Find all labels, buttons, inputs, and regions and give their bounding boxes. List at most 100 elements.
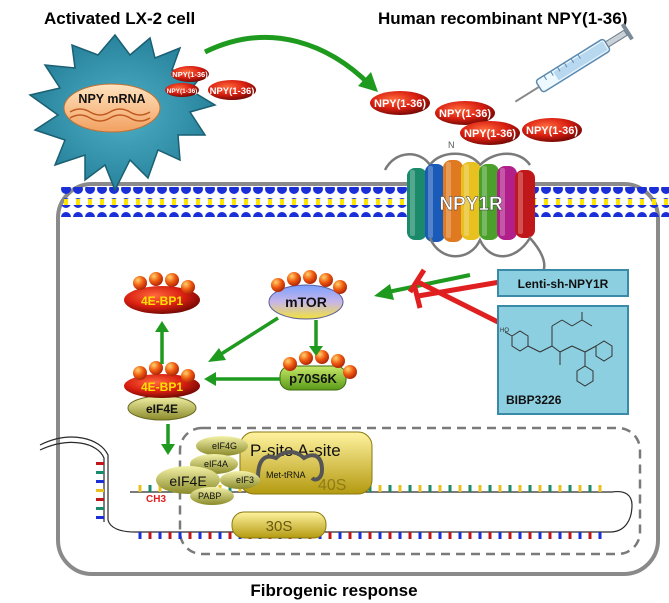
eif3-label: eIF3: [236, 475, 254, 485]
nucleotide-tick: [198, 532, 202, 539]
phospho-ball-icon: [165, 362, 179, 376]
top-right-title: Human recombinant NPY(1-36): [378, 9, 627, 28]
npy-label: NPY(1-36): [526, 125, 578, 137]
4ebp1-phosphorylated: 4E-BP1: [124, 272, 200, 314]
nucleotide-tick: [478, 532, 482, 539]
npy-mrna: NPY mRNA: [63, 83, 161, 133]
nucleotide-tick: [368, 532, 372, 539]
nucleotide-tick: [488, 532, 492, 539]
nucleotide-tick: [328, 532, 332, 539]
nucleotide-tick: [548, 485, 552, 492]
nucleotide-tick: [598, 485, 602, 492]
secretion-arrow: [203, 35, 378, 92]
nucleotide-tick: [458, 485, 462, 492]
complex-4ebp1-label: 4E-BP1: [141, 380, 183, 394]
4ebp1-eif4e-complex: eIF4E 4E-BP1: [124, 361, 200, 421]
nucleotide-tick: [498, 532, 502, 539]
nucleotide-tick: [528, 485, 532, 492]
nucleotide-tick: [578, 485, 582, 492]
pathway-arrows: [155, 316, 323, 455]
nucleotide-tick: [518, 532, 522, 539]
phospho-ball-icon: [133, 366, 147, 380]
nucleotide-tick: [408, 532, 412, 539]
nucleotide-tick: [158, 532, 162, 539]
nucleotide-tick: [508, 485, 512, 492]
npy1r-receptor: N C NPY1R: [383, 140, 546, 284]
phospho-ball-icon: [303, 270, 317, 284]
nucleotide-tick: [448, 485, 452, 492]
p70s6k-node: p70S6K: [279, 350, 357, 391]
phospho-ball-icon: [133, 276, 147, 290]
nucleotide-tick: [498, 485, 502, 492]
compound-structure-icon: [504, 312, 613, 387]
30s-subunit: [231, 511, 327, 539]
40s-label: 40S: [318, 477, 346, 494]
mtor-label: mTOR: [285, 294, 327, 310]
ribosome-complex: P-site A-site 40S 30S Met-tRNA eIF4G eIF…: [146, 431, 373, 539]
nucleotide-tick: [96, 489, 104, 492]
npy-small-label: NPY(1-36): [210, 86, 255, 97]
nucleotide-tick: [96, 480, 104, 483]
nucleotide-tick: [148, 532, 152, 539]
npy-mrna-label: NPY mRNA: [78, 92, 145, 106]
phospho-ball-icon: [333, 280, 347, 294]
nucleotide-tick: [208, 532, 212, 539]
npy-label: NPY(1-36): [374, 98, 426, 110]
cell-outline: [56, 182, 660, 576]
eif4e-bound: [156, 466, 220, 494]
met-trna: Met-tRNA: [256, 450, 325, 482]
nucleotide-tick: [528, 532, 532, 539]
eif4e-ribo-label: eIF4E: [169, 473, 206, 489]
nucleotide-tick: [96, 498, 104, 501]
nucleotide-tick: [368, 485, 372, 492]
nucleotide-tick: [418, 532, 422, 539]
phospho-ball-icon: [181, 280, 195, 294]
receptor-to-mtor-arrow: [374, 273, 471, 300]
npy-peptide-4: NPY(1-36): [522, 118, 582, 142]
phospho-ball-icon: [343, 365, 357, 379]
nucleotide-tick: [558, 485, 562, 492]
nucleotide-tick: [458, 532, 462, 539]
nucleotide-tick: [228, 532, 232, 539]
npy-peptide-small-1: NPY(1-36): [171, 66, 209, 82]
lenti-label: Lenti-sh-NPY1R: [518, 277, 609, 291]
phospho-ball-icon: [331, 354, 345, 368]
nucleotide-tick: [188, 532, 192, 539]
npy-peptide-small-3: NPY(1-36): [208, 80, 256, 100]
npy-peptide-1: NPY(1-36): [370, 91, 430, 115]
phospho-ball-icon: [149, 272, 163, 286]
nucleotide-tick: [348, 532, 352, 539]
nucleotide-tick: [96, 471, 104, 474]
syringe-icon: [514, 22, 634, 103]
nucleotide-tick: [568, 485, 572, 492]
bibp-label: BIBP3226: [506, 393, 562, 407]
nucleotide-tick: [168, 532, 172, 539]
nucleotide-tick: [418, 485, 422, 492]
eif4g: [196, 436, 248, 456]
40s-subunit: [239, 431, 373, 495]
cell-membrane: [60, 187, 669, 217]
nucleotide-tick: [448, 532, 452, 539]
bottom-title: Fibrogenic response: [250, 581, 417, 600]
nucleotide-tick: [588, 532, 592, 539]
ch3-cap-label: CH3: [146, 494, 166, 505]
npy-peptide-3: NPY(1-36): [460, 121, 520, 145]
phospho-ball-icon: [287, 272, 301, 286]
phospho-ball-icon: [299, 351, 313, 365]
nucleotide-tick: [558, 532, 562, 539]
pabp-label: PABP: [198, 491, 221, 501]
phospho-ball-icon: [149, 361, 163, 375]
npy-peptide-small-2: NPY(1-36): [165, 83, 199, 97]
nucleotide-tick: [518, 485, 522, 492]
nucleotide-tick: [578, 532, 582, 539]
bibp3226-box: HO BIBP3226: [497, 305, 629, 415]
nucleotide-tick: [96, 507, 104, 510]
nucleotide-tick: [468, 485, 472, 492]
nucleotide-tick: [378, 532, 382, 539]
phospho-ball-icon: [319, 273, 333, 287]
nucleotide-tick: [96, 462, 104, 465]
nucleotide-tick: [588, 485, 592, 492]
npy-label: NPY(1-36): [439, 108, 491, 120]
nucleotide-tick: [388, 485, 392, 492]
